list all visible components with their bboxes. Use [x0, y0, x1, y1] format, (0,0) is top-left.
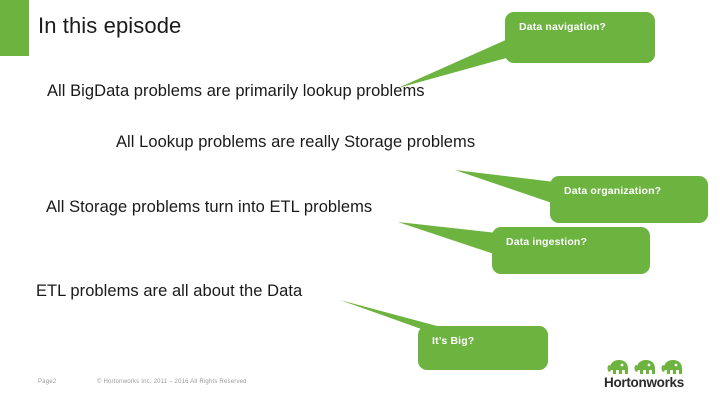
callout-data-navigation: Data navigation?	[398, 12, 668, 90]
callout-label: Data ingestion?	[506, 236, 588, 248]
statement-line-4: ETL problems are all about the Data	[36, 282, 303, 300]
logo-wordmark: Hortonworks	[604, 375, 684, 390]
elephant-icon	[607, 360, 682, 374]
callout-data-organization: Data organization?	[455, 170, 715, 228]
callout-bubble: Data ingestion?	[492, 227, 650, 274]
hortonworks-logo: Hortonworks	[604, 357, 704, 395]
callout-label: It’s Big?	[432, 335, 475, 347]
callout-label: Data organization?	[564, 185, 662, 197]
accent-bar	[0, 0, 29, 56]
statement-line-1: All BigData problems are primarily looku…	[47, 82, 425, 100]
statement-line-2: All Lookup problems are really Storage p…	[116, 133, 476, 151]
callout-bubble: It’s Big?	[418, 326, 548, 370]
callout-bubble: Data navigation?	[505, 12, 655, 63]
page-title: In this episode	[38, 13, 182, 38]
callout-label: Data navigation?	[519, 21, 606, 33]
footer-page-number: Page2	[38, 379, 57, 385]
callout-data-ingestion: Data ingestion?	[398, 222, 658, 280]
footer-copyright: © Hortonworks Inc. 2011 – 2016 All Right…	[97, 379, 247, 385]
callout-bubble: Data organization?	[550, 176, 708, 223]
callout-its-big: It’s Big?	[340, 300, 570, 380]
statement-line-3: All Storage problems turn into ETL probl…	[46, 198, 373, 216]
